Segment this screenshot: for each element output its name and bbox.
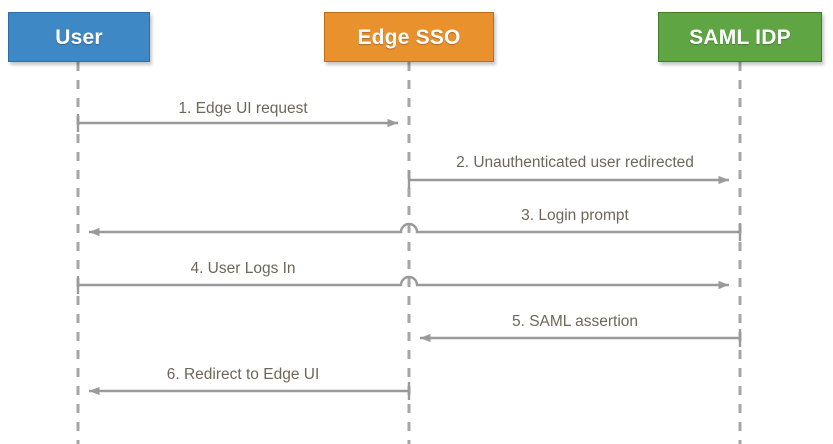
message-arrows-group [76,114,742,400]
message-label-1: 1. Edge UI request [178,100,308,117]
actor-label-saml-idp: SAML IDP [689,25,791,49]
actor-box-saml-idp[interactable]: SAML IDP [658,12,822,62]
message-label-4: 4. User Logs In [190,260,296,277]
actor-label-edge-sso: Edge SSO [357,25,461,49]
actor-label-user: User [55,25,103,49]
message-label-6: 6. Redirect to Edge UI [166,366,320,383]
message-label-2: 2. Unauthenticated user redirected [456,154,694,171]
actor-box-user[interactable]: User [8,12,150,62]
message-arrow-3[interactable] [89,222,740,237]
message-label-5: 5. SAML assertion [511,313,639,330]
message-label-3: 3. Login prompt [521,207,629,224]
actor-box-edge-sso[interactable]: Edge SSO [324,12,494,62]
message-arrow-4[interactable] [78,275,729,290]
